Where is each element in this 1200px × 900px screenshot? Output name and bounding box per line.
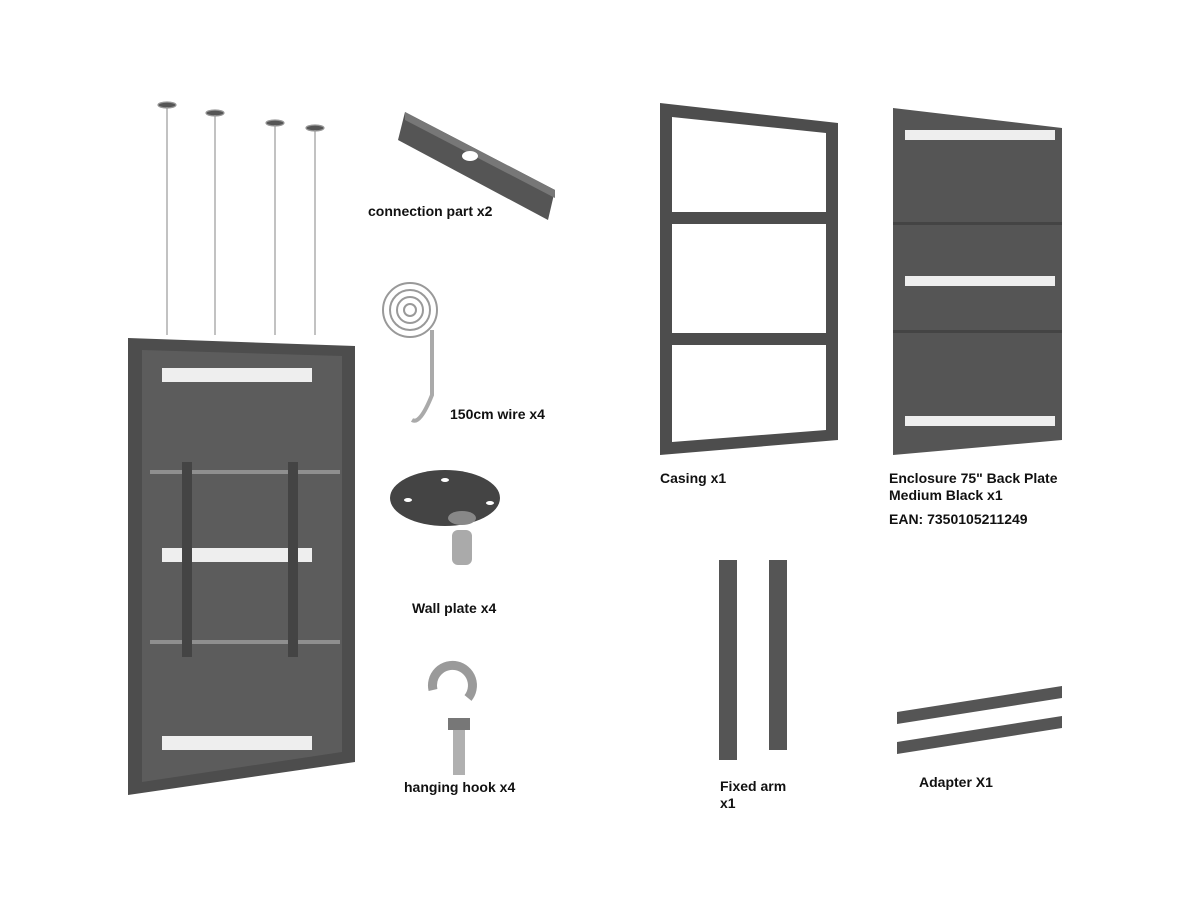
- ceiling-wires: [157, 101, 325, 335]
- hanging-hook: [427, 660, 477, 775]
- casing-label: Casing x1: [660, 470, 727, 486]
- ean-label: EAN: 7350105211249: [889, 511, 1028, 527]
- hanging-hook-label: hanging hook x4: [404, 779, 516, 795]
- back-plate: [893, 108, 1062, 455]
- wall-plate-label: Wall plate x4: [412, 600, 497, 616]
- fixed-arm-label-2: x1: [720, 795, 736, 811]
- casing: [660, 103, 838, 455]
- fixed-arms: [719, 560, 787, 760]
- connection-part-label: connection part x2: [368, 203, 493, 219]
- back-plate-label-2: Medium Black x1: [889, 487, 1003, 503]
- wire-label: 150cm wire x4: [450, 406, 545, 422]
- wall-plate: [390, 470, 500, 565]
- wire-coil: [382, 282, 438, 423]
- back-plate-label-1: Enclosure 75" Back Plate: [889, 470, 1058, 486]
- adapter: [897, 686, 1062, 754]
- connection-part: [398, 112, 555, 220]
- enclosure-assembled: [128, 338, 355, 795]
- adapter-label: Adapter X1: [919, 774, 993, 790]
- fixed-arm-label-1: Fixed arm: [720, 778, 787, 794]
